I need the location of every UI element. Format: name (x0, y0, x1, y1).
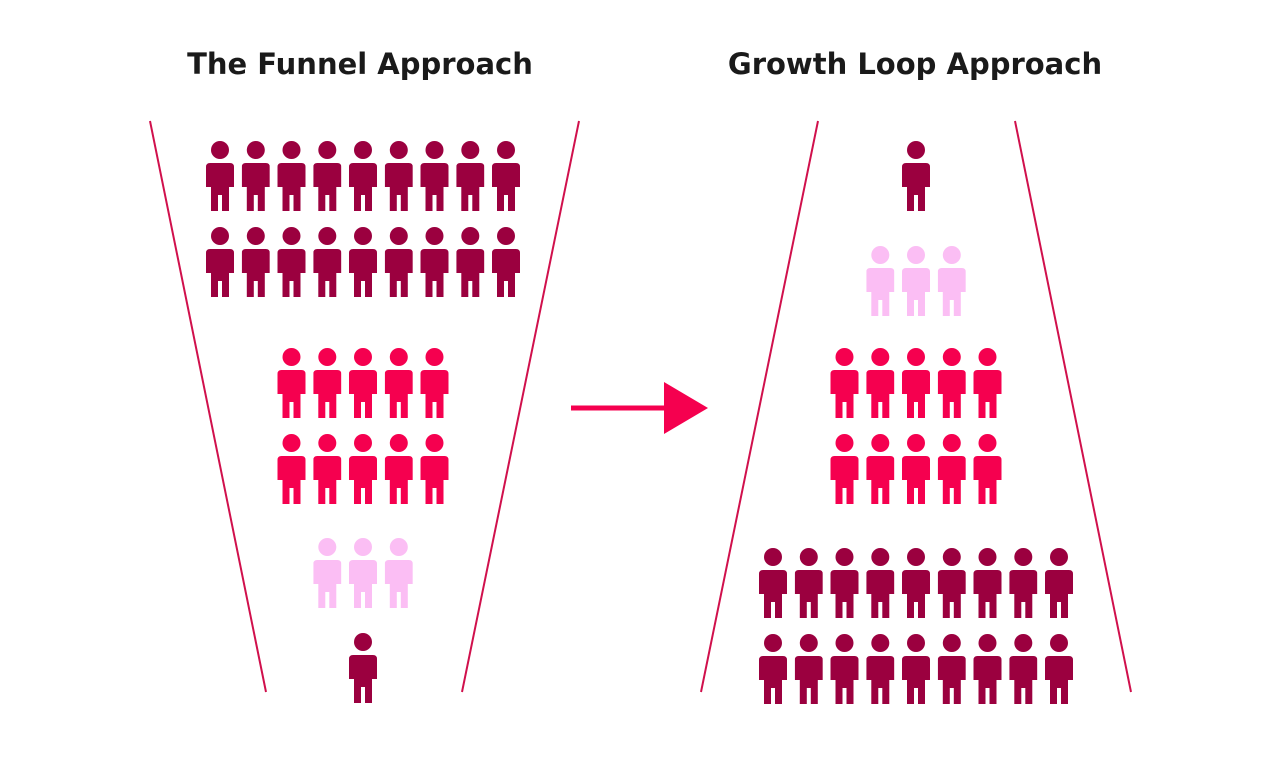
person-icon (313, 434, 342, 504)
person-icon (902, 141, 930, 211)
person-icon (277, 434, 306, 504)
person-icon (456, 227, 485, 297)
funnel-approach-title: The Funnel Approach (187, 47, 533, 81)
person-icon (349, 633, 377, 703)
person-icon (277, 227, 306, 297)
person-icon (241, 141, 270, 211)
person-icon (937, 548, 966, 618)
person-icon (794, 548, 823, 618)
person-icon (830, 634, 859, 704)
person-icon (937, 246, 966, 316)
person-icon (830, 348, 859, 418)
person-icon (1009, 548, 1038, 618)
funnel-left-edge (149, 120, 267, 693)
person-icon (420, 227, 449, 297)
person-icon (866, 548, 895, 618)
person-icon (384, 348, 413, 418)
person-icon (313, 227, 342, 297)
person-icon (794, 634, 823, 704)
funnel-people-grid (206, 141, 520, 703)
person-icon (973, 434, 1002, 504)
person-icon (866, 246, 895, 316)
person-icon (937, 634, 966, 704)
person-icon (384, 227, 413, 297)
person-icon (902, 348, 930, 418)
person-icon (384, 538, 413, 608)
person-icon (492, 227, 520, 297)
loop-left-edge (700, 120, 819, 693)
person-icon (937, 348, 966, 418)
person-icon (206, 141, 234, 211)
person-icon (313, 538, 342, 608)
person-icon (973, 548, 1002, 618)
person-icon (384, 141, 413, 211)
person-icon (830, 548, 859, 618)
person-icon (866, 348, 895, 418)
person-icon (384, 434, 413, 504)
person-icon (830, 434, 859, 504)
person-icon (241, 227, 270, 297)
loop-right-edge (1014, 120, 1132, 693)
person-icon (759, 634, 787, 704)
person-icon (973, 348, 1002, 418)
person-icon (420, 141, 449, 211)
person-icon (902, 634, 930, 704)
funnel-right-edge (461, 120, 580, 693)
person-icon (1045, 548, 1073, 618)
person-icon (420, 434, 449, 504)
loop-people-grid (759, 141, 1073, 704)
person-icon (277, 141, 306, 211)
right-arrow-icon (571, 382, 708, 434)
person-icon (349, 227, 377, 297)
person-icon (277, 348, 306, 418)
person-icon (349, 348, 377, 418)
person-icon (866, 634, 895, 704)
person-icon (1009, 634, 1038, 704)
person-icon (973, 634, 1002, 704)
person-icon (313, 348, 342, 418)
person-icon (206, 227, 234, 297)
person-icon (420, 348, 449, 418)
person-icon (937, 434, 966, 504)
person-icon (759, 548, 787, 618)
person-icon (349, 434, 377, 504)
growth-loop-approach-title: Growth Loop Approach (727, 47, 1103, 81)
person-icon (349, 538, 377, 608)
person-icon (902, 246, 930, 316)
person-icon (902, 434, 930, 504)
person-icon (456, 141, 485, 211)
person-icon (902, 548, 930, 618)
person-icon (866, 434, 895, 504)
person-icon (313, 141, 342, 211)
person-icon (492, 141, 520, 211)
person-icon (1045, 634, 1073, 704)
person-icon (349, 141, 377, 211)
